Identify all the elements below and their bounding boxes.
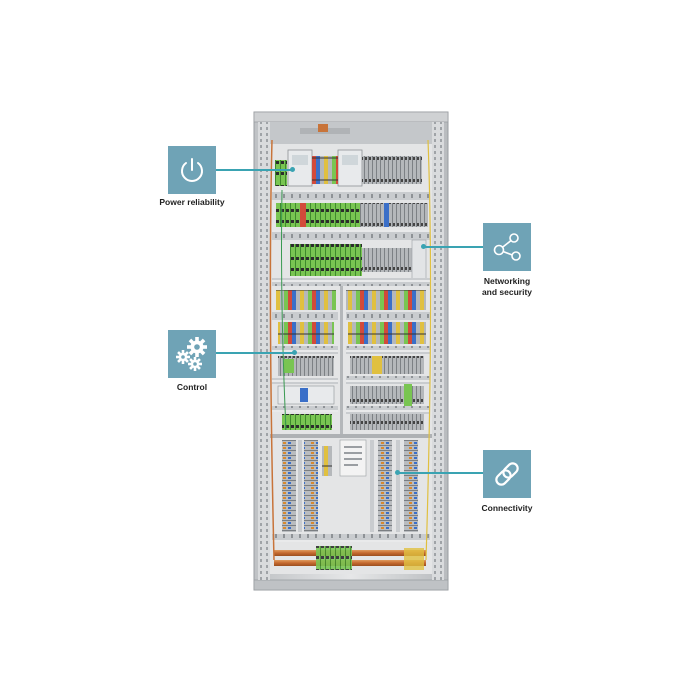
power-leader-dot (290, 167, 295, 172)
network-nodes-icon (493, 233, 521, 261)
networking-label-line1: Networking (483, 276, 531, 286)
networking-leader-dot (421, 244, 426, 249)
control-leader-dot (292, 350, 297, 355)
power-tile (168, 146, 216, 194)
control-label: Control (176, 382, 208, 392)
power-leader-line (216, 169, 292, 171)
networking-label-line2: and security (481, 287, 533, 297)
connectivity-label: Connectivity (481, 503, 533, 513)
gears-icon (176, 337, 207, 371)
power-icon (181, 158, 203, 182)
control-leader-line (216, 352, 294, 354)
networking-label: Networking and security (457, 276, 557, 298)
connectivity-tile (483, 450, 531, 498)
connectivity-leader-line (398, 472, 483, 474)
networking-leader-line (424, 246, 483, 248)
control-tile (168, 330, 216, 378)
connectivity-leader-dot (395, 470, 400, 475)
power-label: Power reliability (159, 197, 225, 207)
networking-tile (483, 223, 531, 271)
link-icon (495, 462, 519, 486)
